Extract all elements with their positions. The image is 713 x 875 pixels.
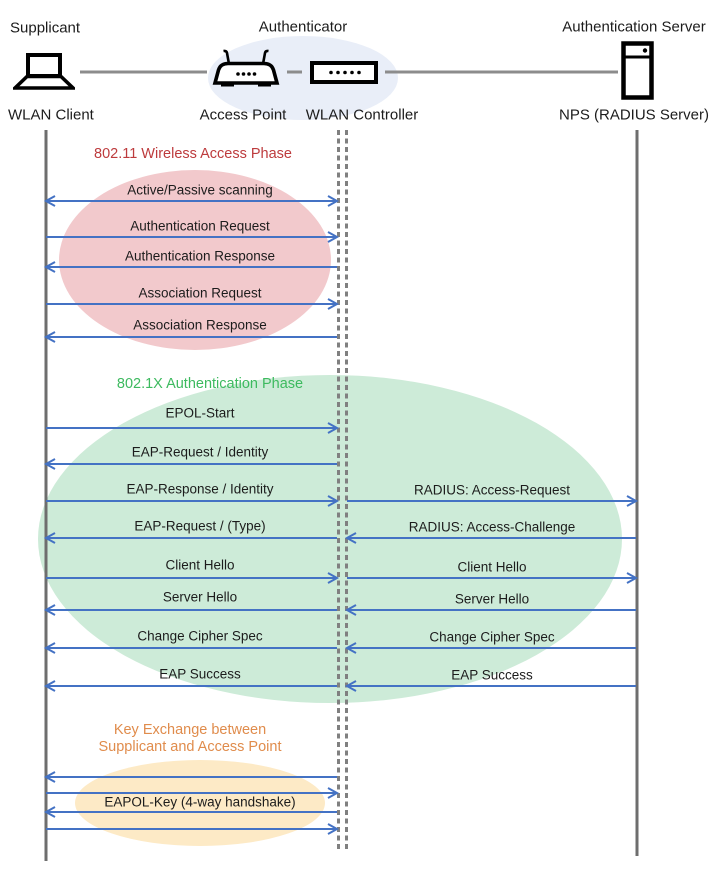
arrowhead-left-icon xyxy=(344,532,357,544)
arrowhead-right-icon xyxy=(327,495,340,507)
arrowhead-left-icon xyxy=(344,642,357,654)
arrowhead-left-icon xyxy=(43,532,56,544)
arrowhead-left-icon xyxy=(43,458,56,470)
message-label: EAP-Request / Identity xyxy=(131,444,269,460)
message-label: EAP-Response / Identity xyxy=(126,481,274,497)
arrowhead-right-icon xyxy=(327,231,340,243)
role-label-supplicant: Supplicant xyxy=(10,19,81,37)
arrowhead-left-icon xyxy=(43,806,56,818)
phase-title: Key Exchange between xyxy=(113,722,267,739)
arrowhead-right-icon xyxy=(626,495,639,507)
message-label: Server Hello xyxy=(454,591,530,607)
message-label: EPOL-Start xyxy=(165,405,235,421)
arrowhead-left-icon xyxy=(344,604,357,616)
network-controller-icon xyxy=(310,61,378,84)
message-label: RADIUS: Access-Request xyxy=(413,482,571,498)
phase-title: 802.11 Wireless Access Phase xyxy=(94,146,292,163)
arrowhead-left-icon xyxy=(43,604,56,616)
arrowhead-left-icon xyxy=(43,195,56,207)
message-label: EAPOL-Key (4-way handshake) xyxy=(104,794,296,810)
arrowhead-left-icon xyxy=(43,642,56,654)
message-label: Association Response xyxy=(133,317,267,333)
arrowhead-right-icon xyxy=(327,572,340,584)
server-icon xyxy=(621,41,654,100)
message-label: Association Request xyxy=(138,285,262,301)
arrowhead-right-icon xyxy=(327,195,340,207)
message-label: Client Hello xyxy=(457,559,527,575)
message-label: Client Hello xyxy=(165,557,235,573)
node-label-wlan-controller: WLAN Controller xyxy=(305,106,419,124)
role-label-authenticator: Authenticator xyxy=(258,18,348,36)
arrowhead-left-icon xyxy=(344,680,357,692)
arrowhead-left-icon xyxy=(43,261,56,273)
message-label: Change Cipher Spec xyxy=(137,628,263,644)
arrowhead-left-icon xyxy=(43,331,56,343)
authenticator-ellipse xyxy=(208,36,398,120)
arrowhead-left-icon xyxy=(43,771,56,783)
role-label-authentication-server: Authentication Server xyxy=(562,18,706,36)
message-label: Authentication Request xyxy=(130,218,270,234)
message-label: RADIUS: Access-Challenge xyxy=(408,519,576,535)
message-label: Server Hello xyxy=(162,589,238,605)
key-exchange-ellipse xyxy=(75,760,325,846)
message-label: Active/Passive scanning xyxy=(127,182,273,198)
message-label: EAP Success xyxy=(159,666,241,682)
arrowhead-right-icon xyxy=(327,298,340,310)
message-label: EAP-Request / (Type) xyxy=(134,518,266,534)
laptop-icon xyxy=(13,53,75,90)
message-label: EAP Success xyxy=(451,667,533,683)
arrowhead-right-icon xyxy=(626,572,639,584)
message-label: Change Cipher Spec xyxy=(429,629,555,645)
arrowhead-right-icon xyxy=(327,823,340,835)
arrowhead-left-icon xyxy=(43,680,56,692)
arrowhead-right-icon xyxy=(327,422,340,434)
phase-title: 802.1X Authentication Phase xyxy=(116,376,304,393)
node-label-wlan-client: WLAN Client xyxy=(8,106,94,124)
message-label: Authentication Response xyxy=(124,248,276,264)
node-label-nps-radius-server: NPS (RADIUS Server) xyxy=(558,106,710,124)
node-label-access-point: Access Point xyxy=(199,106,287,124)
phase-title: Supplicant and Access Point xyxy=(98,739,282,756)
access-point-icon xyxy=(212,49,280,87)
arrowhead-right-icon xyxy=(327,787,340,799)
